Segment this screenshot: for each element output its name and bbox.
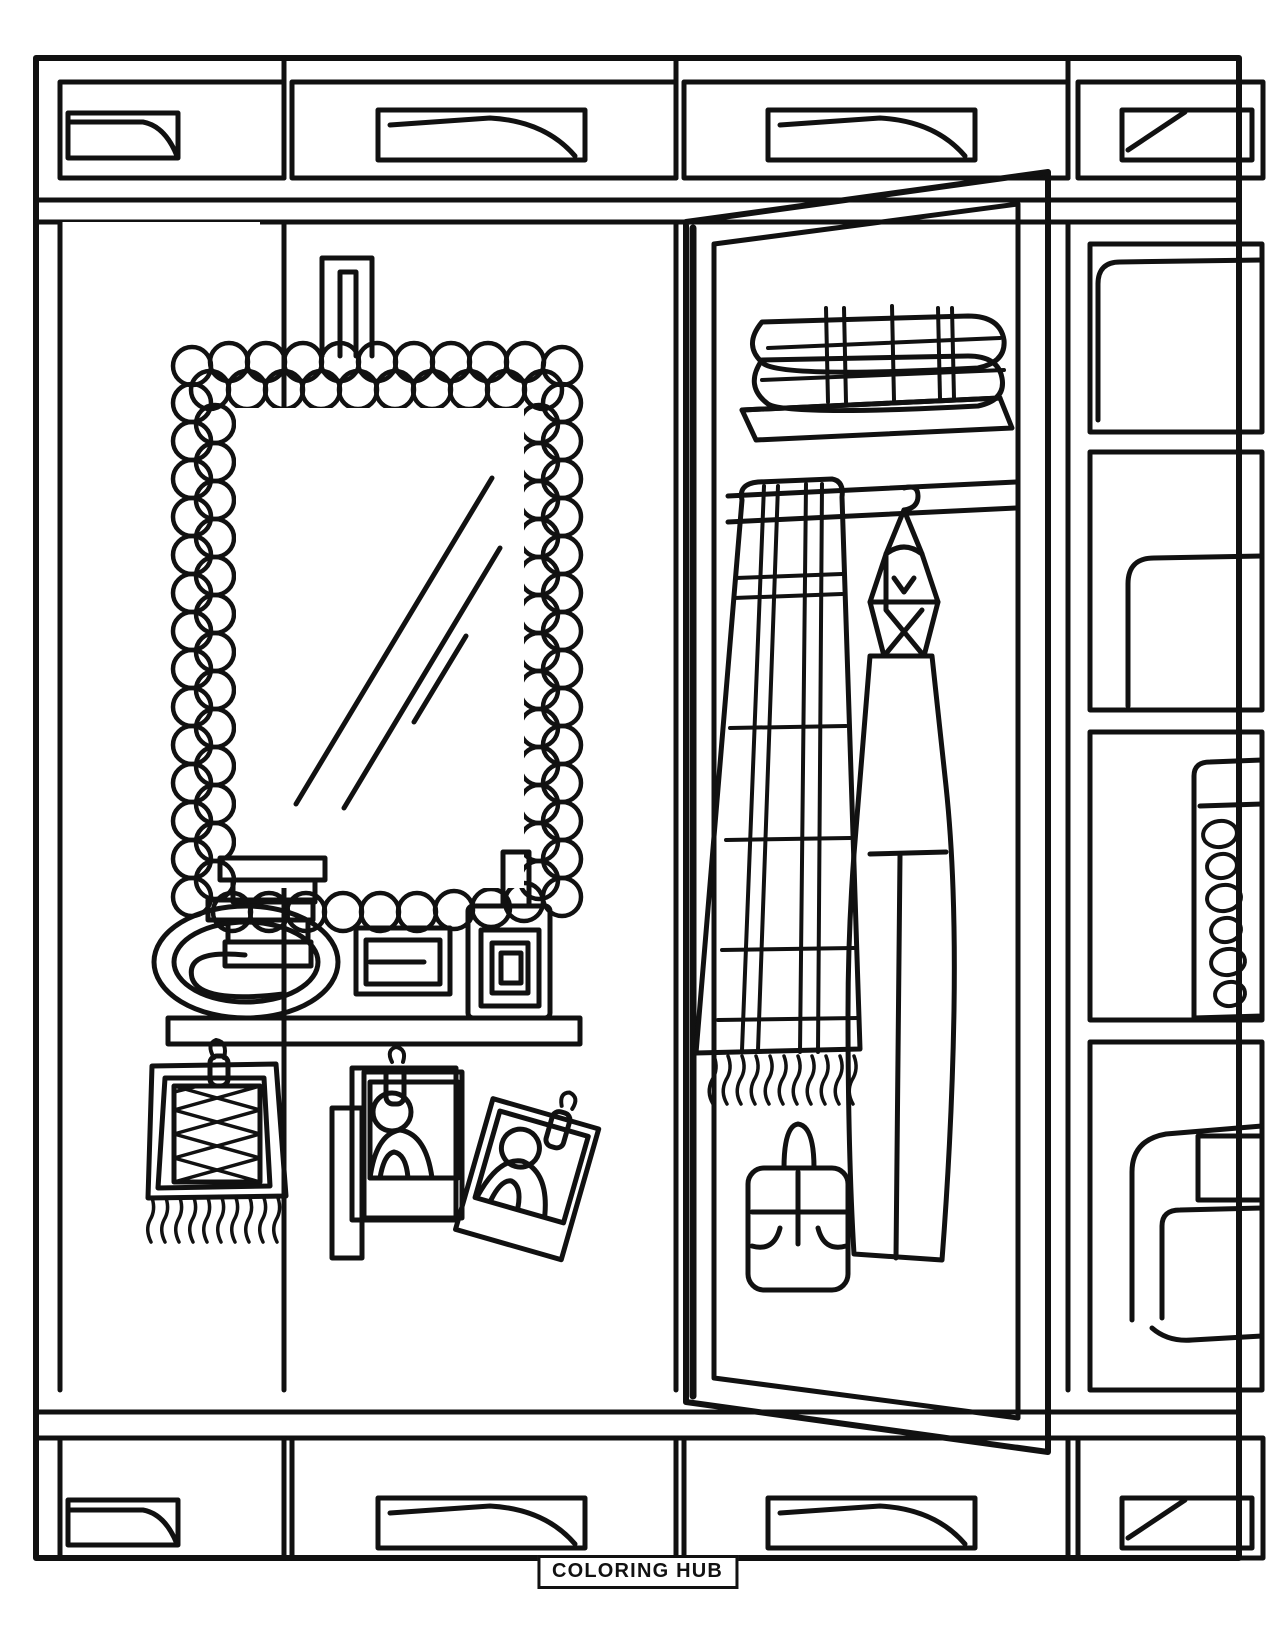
shelf-right-4[interactable]	[1087, 1039, 1265, 1393]
blanket-plaid	[760, 304, 1006, 404]
drawer-bottom-4[interactable]	[1075, 1435, 1266, 1561]
bottom-drawer-row	[33, 1409, 1266, 1561]
scarf-plaid-vertical	[740, 482, 824, 1054]
closet-handbag[interactable]	[745, 1121, 851, 1293]
vanity-shelf	[165, 1015, 583, 1047]
folded-blankets	[750, 304, 1007, 414]
drawer-top-4[interactable]	[1075, 79, 1266, 181]
plaid-scarf-hanging[interactable]	[693, 476, 863, 1106]
vanity-section	[145, 255, 607, 1263]
closet-door[interactable]	[683, 169, 1051, 1455]
dress-on-hanger[interactable]	[845, 484, 957, 1263]
polaroid-photo-2[interactable]	[453, 1073, 607, 1263]
mirror-glass	[236, 408, 524, 888]
scarf-plaid-horizontal	[716, 572, 860, 1022]
stacked-trays[interactable]	[205, 855, 328, 969]
polaroid-photo-1[interactable]	[329, 1045, 465, 1261]
scarf-fringe-left	[146, 1196, 282, 1244]
open-closet-section	[683, 169, 1051, 1455]
top-drawer-row	[33, 79, 1266, 203]
jewelry-box[interactable]	[353, 925, 453, 997]
shelf-right-2[interactable]	[1087, 449, 1265, 713]
shelf-books	[1191, 757, 1265, 1021]
drawer-bottom-2[interactable]	[289, 1435, 679, 1561]
shelf-right-3[interactable]	[1087, 729, 1265, 1023]
watermark-coloring-hub: COLORING HUB	[536, 1555, 739, 1589]
right-shelving-column	[1087, 241, 1265, 1393]
bead-col-left	[170, 381, 237, 919]
shelf-right-1[interactable]	[1087, 241, 1265, 435]
fringed-scarf-left[interactable]	[145, 1038, 289, 1244]
